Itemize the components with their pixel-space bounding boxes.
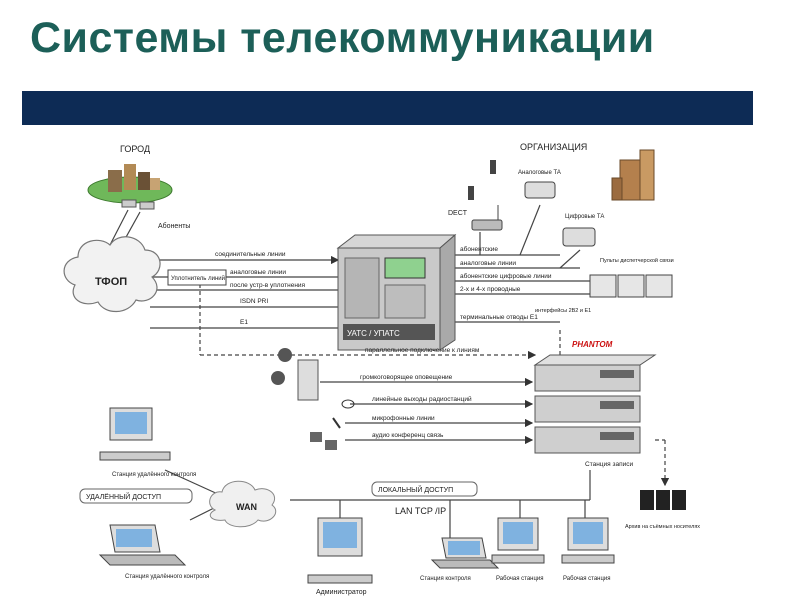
pulty-label: Пульты диспетчерской связи	[600, 257, 674, 264]
amplifier-icon	[297, 359, 319, 401]
stanciya-zapisi-label: Станция записи	[585, 461, 633, 468]
organization-group: ОРГАНИЗАЦИЯ Аналоговые ТА Цифровые ТА Пу…	[448, 142, 674, 298]
udal-dostup-label: УДАЛЁННЫЙ ДОСТУП	[86, 492, 161, 501]
e1-label: E1	[240, 319, 248, 326]
left-line-labels: соединительные линии Уплотнитель линий а…	[167, 251, 306, 326]
digital-ta-label: Цифровые ТА	[565, 214, 604, 220]
term-otvody-label: терминальные отводы E1	[460, 314, 538, 321]
posle-uplot-label: после устр-в уплотнения	[230, 282, 306, 289]
uplotnitel-label: Уплотнитель линий	[171, 275, 225, 282]
subscribers-label: Абоненты	[158, 222, 190, 230]
analog-lines2-label: аналоговые линии	[460, 260, 516, 267]
lan-label: LAN TCP /IP	[395, 506, 446, 516]
interfaces-label: интерфейсы 2B2 и E1	[535, 307, 591, 314]
phantom-unit-1	[533, 354, 657, 392]
tfop-cloud: ТФОП	[63, 236, 161, 313]
right-line-labels: абонентские аналоговые линии абонентские…	[365, 245, 591, 354]
mikrofon-label: микрофонные линии	[372, 415, 435, 422]
remote-station-computer	[99, 407, 171, 461]
analog-phone-icon	[524, 181, 556, 199]
speaker-icon-2	[271, 371, 285, 385]
st-kontrolya-label: Станция контроля	[420, 576, 471, 582]
isdn-label: ISDN PRI	[240, 298, 268, 305]
workstation-2	[561, 517, 615, 564]
audio-sources	[271, 348, 355, 450]
abonent-lines-label: абонентские	[460, 245, 498, 253]
radio-icon	[341, 399, 355, 409]
phantom-unit-2	[534, 395, 641, 423]
laptop-icon	[98, 524, 187, 566]
building-icon	[611, 149, 655, 201]
arhiv-label: Архив на съёмных носителях	[625, 524, 700, 530]
analog-linii-label: аналоговые линии	[230, 269, 286, 276]
workstation-1	[491, 517, 545, 564]
phantom-unit-3	[534, 426, 641, 454]
audio-konf-label: аудио конференц связь	[372, 432, 444, 439]
soed-linii-label: соединительные линии	[215, 251, 286, 258]
phantom-stack: PHANTOM Станция записи	[533, 340, 657, 468]
wan-label: WAN	[236, 502, 257, 512]
audio-labels: громкоговорящее оповещение линейные выхо…	[360, 374, 472, 439]
archive-icon	[640, 490, 686, 510]
conference-phone-icon	[310, 432, 322, 442]
page-title: Системы телекоммуникации	[30, 14, 655, 62]
city-group: ГОРОД Абоненты	[87, 144, 190, 230]
administrator-label: Администратор	[316, 589, 367, 596]
phantom-title: PHANTOM	[572, 340, 613, 349]
speaker-icon	[278, 348, 292, 362]
connection-lines	[109, 204, 670, 540]
rab-st2-label: Рабочая станция	[563, 576, 611, 582]
parallel-label: параллельное подключение к линиям	[365, 347, 480, 354]
digital-lines-label: абонентские цифровые линии	[460, 272, 552, 280]
st-udal-label: Станция удалённого контроля	[112, 472, 196, 478]
dispatch-consoles	[589, 274, 673, 298]
lok-dostup-label: ЛОКАЛЬНЫЙ ДОСТУП	[378, 485, 453, 494]
dect-label: DECT	[448, 210, 468, 217]
gromko-label: громкоговорящее оповещение	[360, 374, 453, 381]
tfop-label: ТФОП	[95, 276, 127, 288]
city-label: ГОРОД	[120, 144, 150, 154]
atc-label: УАТС / УПАТС	[347, 329, 400, 338]
rab-st1-label: Рабочая станция	[496, 576, 544, 582]
dect-icon	[468, 160, 503, 231]
wire-2-4-label: 2-х и 4-х проводные	[460, 286, 521, 293]
digital-phone-icon	[562, 227, 596, 247]
admin-computer	[307, 517, 373, 584]
wan-cloud: WAN	[209, 480, 277, 528]
header-bar	[22, 91, 753, 125]
analog-ta-label: Аналоговые ТА	[518, 170, 561, 176]
microphone-icon	[332, 417, 341, 429]
st-udal-kontrolya-label: Станция удалённого контроля	[125, 574, 209, 580]
radio-label: линейные выходы радиостанций	[372, 395, 472, 403]
control-laptop-icon	[430, 537, 500, 569]
organization-label: ОРГАНИЗАЦИЯ	[520, 142, 587, 152]
atc-cabinet: УАТС / УПАТС	[336, 233, 457, 351]
